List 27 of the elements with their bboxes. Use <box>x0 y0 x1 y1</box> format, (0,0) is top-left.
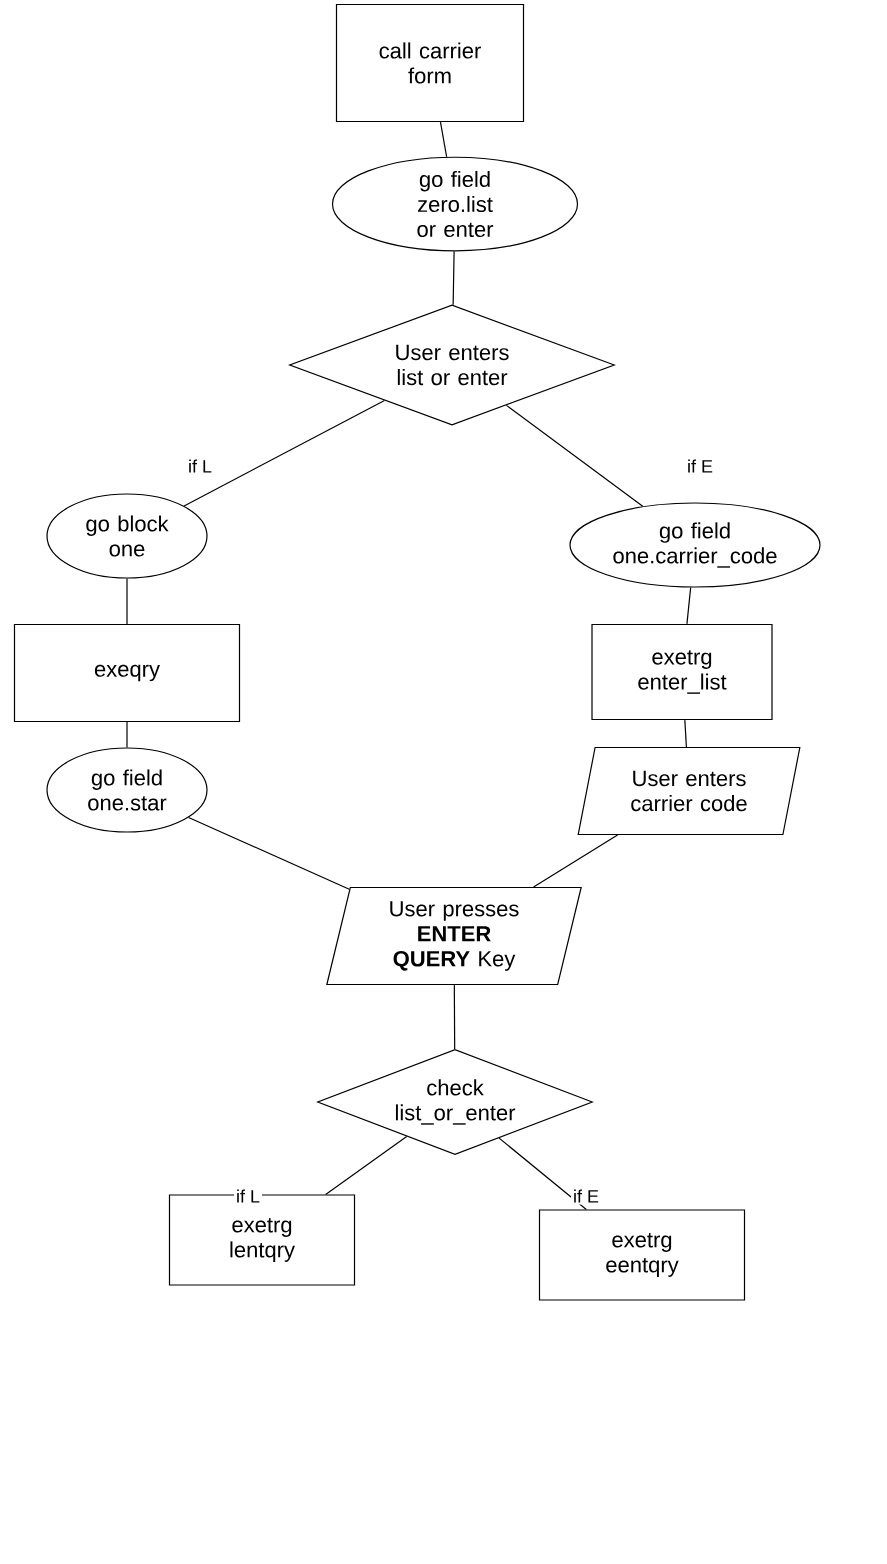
process-box: exetrg enter_list <box>591 623 773 721</box>
input-parallelogram: User presses ENTER QUERY Key <box>326 886 582 986</box>
oval: go field one.carrier_code <box>569 502 821 588</box>
edge-label: if L <box>234 1187 262 1205</box>
edge-label: if E <box>571 1187 601 1205</box>
process-box: exetrg eentqry <box>538 1209 746 1301</box>
edge-label: if E <box>685 457 715 475</box>
connector-line <box>439 121 448 158</box>
process-box: call carrier form <box>335 3 525 123</box>
connector-line <box>453 984 456 1050</box>
input-parallelogram: User enters carrier code <box>577 746 801 836</box>
connector-line <box>686 587 692 625</box>
oval: go field zero.list or enter <box>331 156 579 252</box>
connector-line <box>505 404 644 507</box>
connector-line <box>126 578 128 625</box>
oval: go block one <box>46 493 208 579</box>
connector-line <box>452 250 455 306</box>
connector-line <box>498 1137 587 1210</box>
connector-line <box>187 816 350 890</box>
connector-line <box>325 1135 408 1195</box>
connector-line <box>183 399 386 507</box>
oval: go field one.star <box>46 747 208 833</box>
connector-line <box>126 721 128 748</box>
connector-line <box>684 719 687 748</box>
connector-line <box>533 834 619 888</box>
edge-label: if L <box>186 457 214 475</box>
process-box: exeqry <box>13 623 241 723</box>
